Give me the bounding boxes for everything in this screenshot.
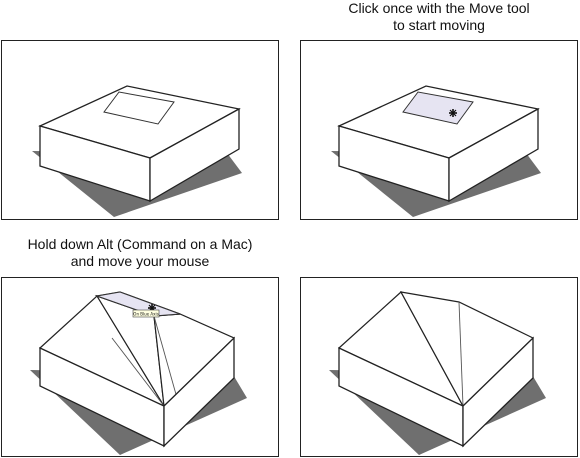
move-click-drawing <box>331 85 541 217</box>
drawn-rectangle <box>103 91 175 125</box>
caption-bottom-left-line2: and move your mouse <box>70 253 210 269</box>
box-right-face <box>149 107 240 203</box>
panel-flat-box-with-rectangle <box>1 40 279 220</box>
tooltip-text: On Blue Axis <box>133 312 158 317</box>
flat-box-drawing <box>32 85 242 217</box>
panel-move-tool-click <box>300 40 578 220</box>
caption-bottom-left: Hold down Alt (Command on a Mac) and mov… <box>0 236 280 270</box>
finished-roof-drawing <box>329 291 546 455</box>
panel-finished-roof <box>300 277 578 457</box>
caption-bottom-left-line1: Hold down Alt (Command on a Mac) <box>27 236 253 252</box>
diagonal-edge <box>111 337 165 407</box>
box-right-face <box>163 336 235 448</box>
caption-top-right-line2: to start moving <box>393 17 485 33</box>
move-cursor-icon <box>449 109 457 117</box>
moving-roof-drawing: On Blue Axis <box>30 291 247 455</box>
tooltip-box <box>132 309 160 318</box>
diagonal-edge <box>153 315 178 399</box>
caption-top-right-line1: Click once with the Move tool <box>348 0 530 16</box>
caption-top-right: Click once with the Move tool to start m… <box>298 0 580 34</box>
box-right-face <box>448 107 539 203</box>
panel-moving-with-alt: On Blue Axis <box>1 277 279 457</box>
roof-ridge-edge <box>458 301 464 407</box>
box-right-face <box>462 336 534 448</box>
